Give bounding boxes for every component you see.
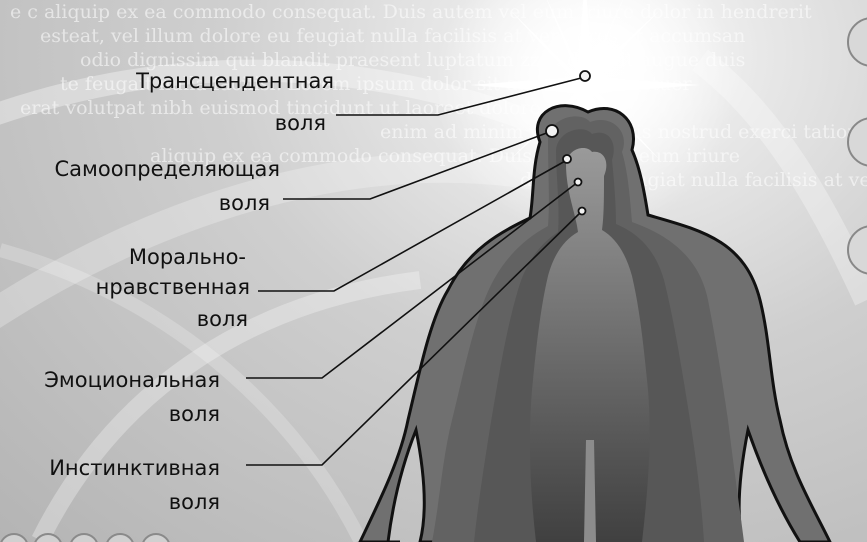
label-emotional-will: Эмоциональная воля	[20, 366, 220, 428]
label-self-determining-will: Самоопределяющая воля	[50, 155, 280, 217]
label-line: воля	[80, 305, 248, 333]
label-line: воля	[20, 488, 220, 516]
label-line: Самоопределяющая	[50, 155, 280, 183]
edge-circle	[848, 18, 867, 66]
label-moral-will: Морально- нравственная воля	[80, 243, 250, 333]
marker-moral	[563, 155, 571, 163]
edge-circle	[106, 534, 134, 542]
marker-instinctive	[579, 208, 586, 215]
edge-circles-right	[848, 18, 867, 274]
edge-circles-bottom	[0, 534, 170, 542]
edge-circle	[848, 118, 867, 166]
marker-emotional	[575, 179, 582, 186]
label-transcendent-will: Трансцендентная воля	[134, 67, 334, 137]
label-line: Эмоциональная	[20, 366, 220, 394]
label-line: Морально-	[80, 243, 246, 271]
label-line: воля	[50, 189, 270, 217]
edge-circle	[70, 534, 98, 542]
label-instinctive-will: Инстинктивная воля	[20, 454, 220, 516]
edge-circle	[0, 534, 28, 542]
label-line: воля	[20, 400, 220, 428]
figure-spine	[584, 440, 596, 542]
label-line: Трансцендентная	[134, 67, 334, 95]
label-line: воля	[134, 109, 326, 137]
marker-transcendent	[580, 71, 590, 81]
label-line: Инстинктивная	[20, 454, 220, 482]
label-line: нравственная	[80, 273, 250, 301]
edge-circle	[142, 534, 170, 542]
marker-self-determining	[546, 125, 558, 137]
